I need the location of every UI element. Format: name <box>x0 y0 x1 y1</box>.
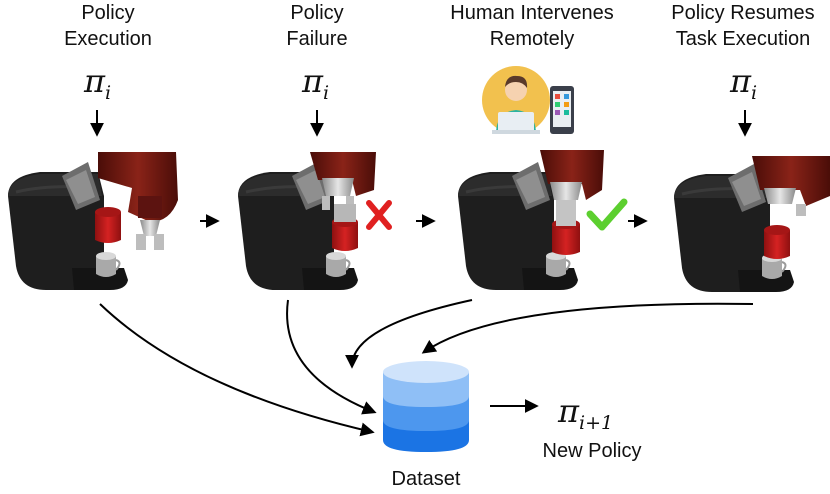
stage-4-mug <box>764 230 790 259</box>
flow-arrow-stage-2 <box>286 299 377 415</box>
dataset-icon <box>383 361 469 452</box>
stage-4-title-line1: Policy Resumes <box>671 2 815 24</box>
new-policy-label: New Policy <box>542 440 642 462</box>
stage-2-title-line1: Policy <box>290 2 344 24</box>
stage-4-policy: πi <box>730 62 758 104</box>
stage-4-robot-arm <box>752 156 830 206</box>
flow-arrow-stage-1 <box>99 303 375 437</box>
stage-3-mug <box>552 224 580 255</box>
stage-3-title-line1: Human Intervenes <box>450 2 614 24</box>
stage-1-gripper <box>136 234 164 250</box>
stage-1-title-line2: Execution <box>64 28 152 50</box>
stage-3-robot-arm <box>540 150 604 200</box>
flow-arrow-stage-4 <box>421 302 754 354</box>
stage-1-title: Policy Execution <box>64 0 152 52</box>
remote-operator-icon <box>482 66 574 134</box>
red-cross-icon <box>366 200 392 230</box>
data-flow-arrows <box>99 299 754 437</box>
flow-arrow-stage-3 <box>345 299 473 369</box>
dataset-label: Dataset <box>391 468 461 490</box>
stage-4-title-line2: Task Execution <box>675 28 811 50</box>
stage-2-scene <box>236 110 392 292</box>
stage-1-policy: πi <box>84 62 112 104</box>
stage-1-title-line1: Policy <box>81 2 135 24</box>
stage-3-title: Human Intervenes Remotely <box>450 0 613 52</box>
stage-2-title: Policy Failure <box>286 0 347 52</box>
stage-4-title: Policy Resumes Task Execution <box>671 0 814 52</box>
stage-2-policy: πi <box>302 62 330 104</box>
new-policy-symbol: πi+1 <box>558 392 614 434</box>
stage-4-scene <box>672 110 830 294</box>
stage-1-mug <box>95 212 121 243</box>
stage-3-scene <box>456 66 628 292</box>
stage-1-scene <box>6 110 178 292</box>
stage-2-title-line2: Failure <box>286 28 348 50</box>
stage-2-robot-arm <box>310 152 376 196</box>
stage-2-mug <box>332 222 358 251</box>
green-check-icon <box>586 198 628 231</box>
stage-3-title-line2: Remotely <box>489 28 575 50</box>
